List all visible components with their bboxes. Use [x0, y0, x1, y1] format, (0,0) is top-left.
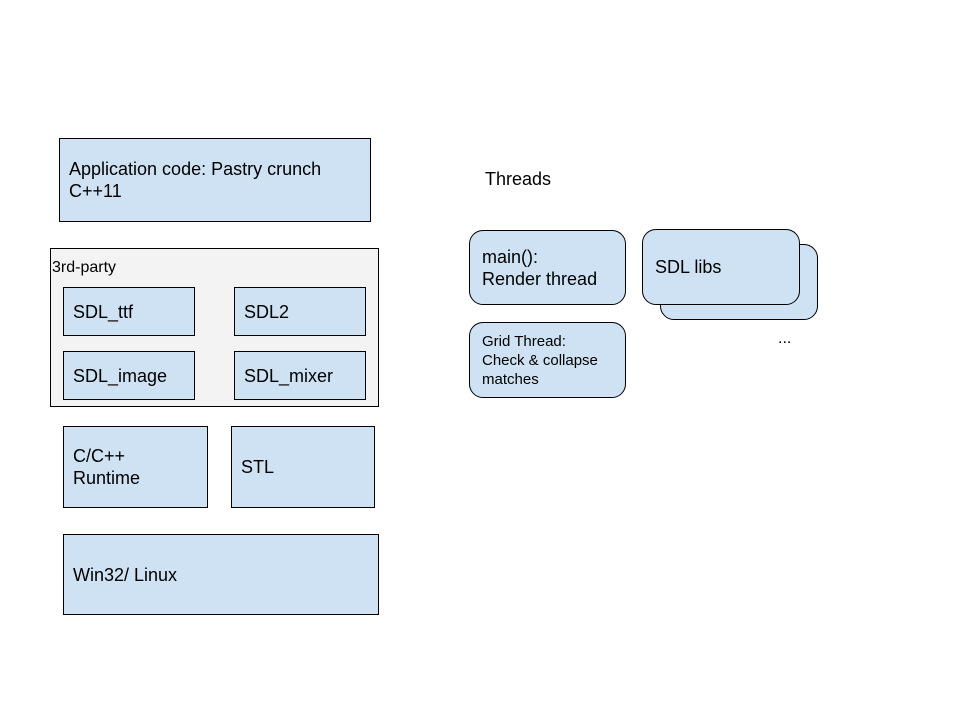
- runtime-label: C/C++ Runtime: [73, 446, 141, 488]
- sdl-mixer-label: SDL_mixer: [244, 365, 334, 386]
- grid-thread-label: Grid Thread: Check & collapse matches: [482, 332, 598, 388]
- stl-label: STL: [241, 457, 275, 477]
- os-box: Win32/ Linux: [63, 534, 379, 615]
- application-code-label: Application code: Pastry crunch C++11: [69, 159, 322, 201]
- more-threads-ellipsis: ...: [778, 330, 792, 347]
- sdl-ttf-box: SDL_ttf: [63, 287, 195, 336]
- main-thread-label: main(): Render thread: [482, 246, 598, 289]
- sdl2-label: SDL2: [244, 301, 290, 322]
- sdl-ttf-label: SDL_ttf: [73, 301, 134, 322]
- sdl-image-box: SDL_image: [63, 351, 195, 400]
- sdl-mixer-box: SDL_mixer: [234, 351, 366, 400]
- sdl-libs-label: SDL libs: [655, 257, 722, 277]
- main-thread-box: main(): Render thread: [469, 230, 626, 305]
- threads-title: Threads: [485, 169, 552, 189]
- application-code-box: Application code: Pastry crunch C++11: [59, 138, 371, 222]
- sdl2-box: SDL2: [234, 287, 366, 336]
- grid-thread-box: Grid Thread: Check & collapse matches: [469, 322, 626, 398]
- stl-box: STL: [231, 426, 375, 508]
- third-party-label: 3rd-party: [52, 259, 117, 276]
- runtime-box: C/C++ Runtime: [63, 426, 208, 508]
- sdl-image-label: SDL_image: [73, 365, 168, 386]
- os-label: Win32/ Linux: [73, 564, 178, 585]
- sdl-libs-box: SDL libs: [642, 229, 800, 305]
